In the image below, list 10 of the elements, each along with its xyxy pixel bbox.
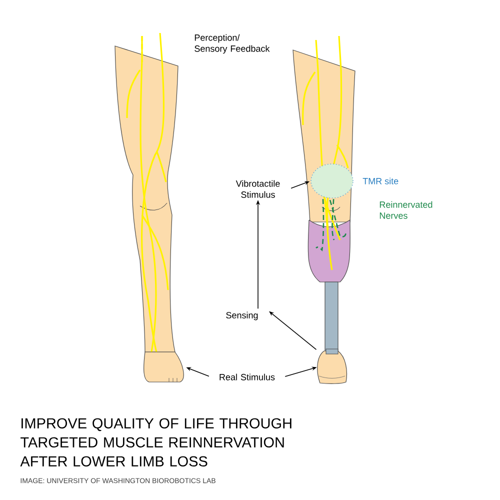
text-label: Vibrotactile Stimulus [236, 180, 280, 198]
nerves-label: Reinnervated Nerves [380, 201, 432, 219]
title: IMPROVE QUALITY OF LIFE THROUGH TARGETED MUSCLE REINNERVATION AFTER LOWER LIMB LOSS [20, 418, 292, 466]
perception-label: Perception/ Sensory Feedback [194, 34, 270, 54]
site-label: TMR site [362, 178, 398, 184]
text-label: Real Stimulus [220, 374, 275, 380]
text-label: Sensing [226, 312, 258, 320]
foot-drawing [317, 348, 348, 384]
foot-drawing [144, 352, 184, 382]
tmr-site-circle [310, 164, 354, 198]
